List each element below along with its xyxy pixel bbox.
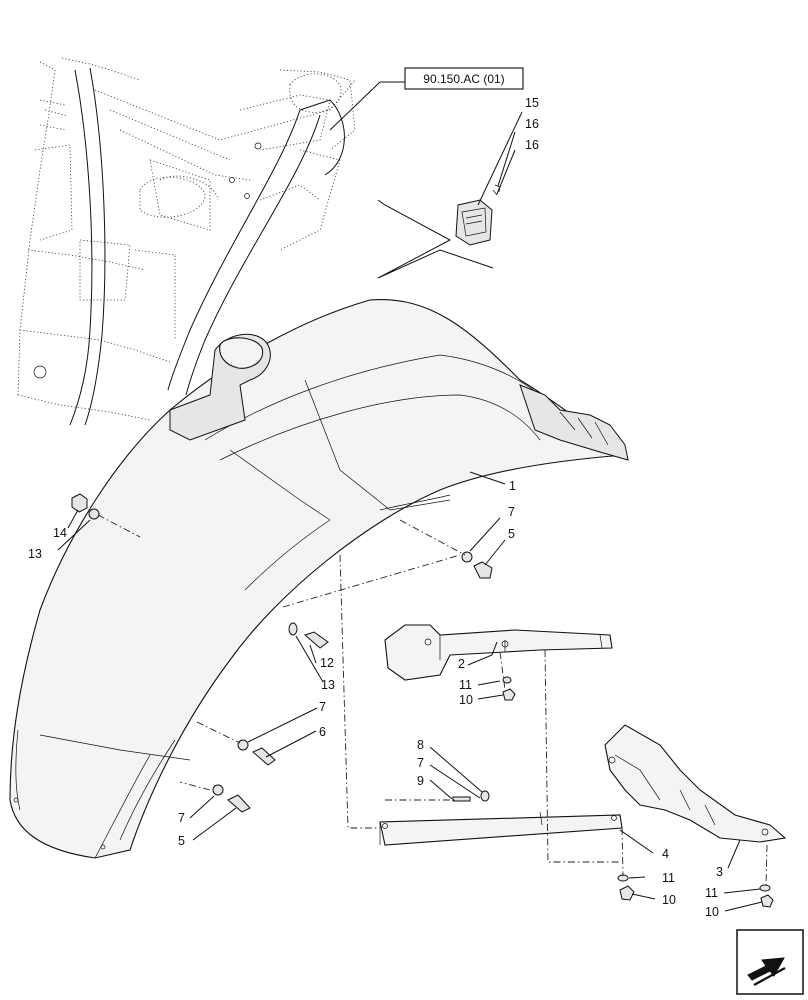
callout-8: 8 (417, 738, 424, 752)
leader-lines (57, 81, 763, 912)
callout-15: 15 (525, 96, 539, 110)
callout-2: 2 (458, 657, 465, 671)
callout-14: 14 (53, 526, 67, 540)
reference-text: 90.150.AC (01) (423, 72, 504, 86)
callout-10-b: 10 (662, 893, 676, 907)
callout-11-c: 11 (705, 886, 718, 900)
callout-13-b: 13 (321, 678, 335, 692)
detail-break-line (377, 199, 494, 279)
callout-5-b: 5 (178, 834, 185, 848)
reference-callout[interactable]: 90.150.AC (01) (404, 67, 524, 90)
rear-fender (9, 298, 629, 859)
part-15-bracket (455, 184, 501, 246)
callout-4: 4 (662, 847, 669, 861)
callout-1: 1 (509, 479, 516, 493)
callout-16-a: 16 (525, 117, 539, 131)
callout-labels: 15 16 16 1 14 13 7 5 2 11 10 12 13 7 6 8… (28, 96, 723, 919)
callout-5-a: 5 (508, 527, 515, 541)
callout-7-c: 7 (417, 756, 424, 770)
callout-10-a: 10 (459, 693, 473, 707)
callout-11-b: 11 (662, 871, 675, 885)
cab-frame-background (17, 57, 356, 426)
callout-3: 3 (716, 865, 723, 879)
navigation-arrow-button[interactable] (736, 929, 804, 995)
callout-10-c: 10 (705, 905, 719, 919)
callout-7-a: 7 (508, 505, 515, 519)
assembly-centre-lines (97, 514, 768, 887)
arrow-icon (747, 957, 786, 986)
callout-11-a: 11 (459, 678, 472, 692)
callout-7-d: 7 (178, 811, 185, 825)
part-4-rail (379, 811, 623, 846)
part-2-bracket (384, 624, 613, 681)
callout-9: 9 (417, 774, 424, 788)
callout-7-b: 7 (319, 700, 326, 714)
callout-16-b: 16 (525, 138, 539, 152)
callout-13-a: 13 (28, 547, 42, 561)
callout-6: 6 (319, 725, 326, 739)
callout-12: 12 (320, 656, 334, 670)
part-3-support (604, 724, 787, 843)
